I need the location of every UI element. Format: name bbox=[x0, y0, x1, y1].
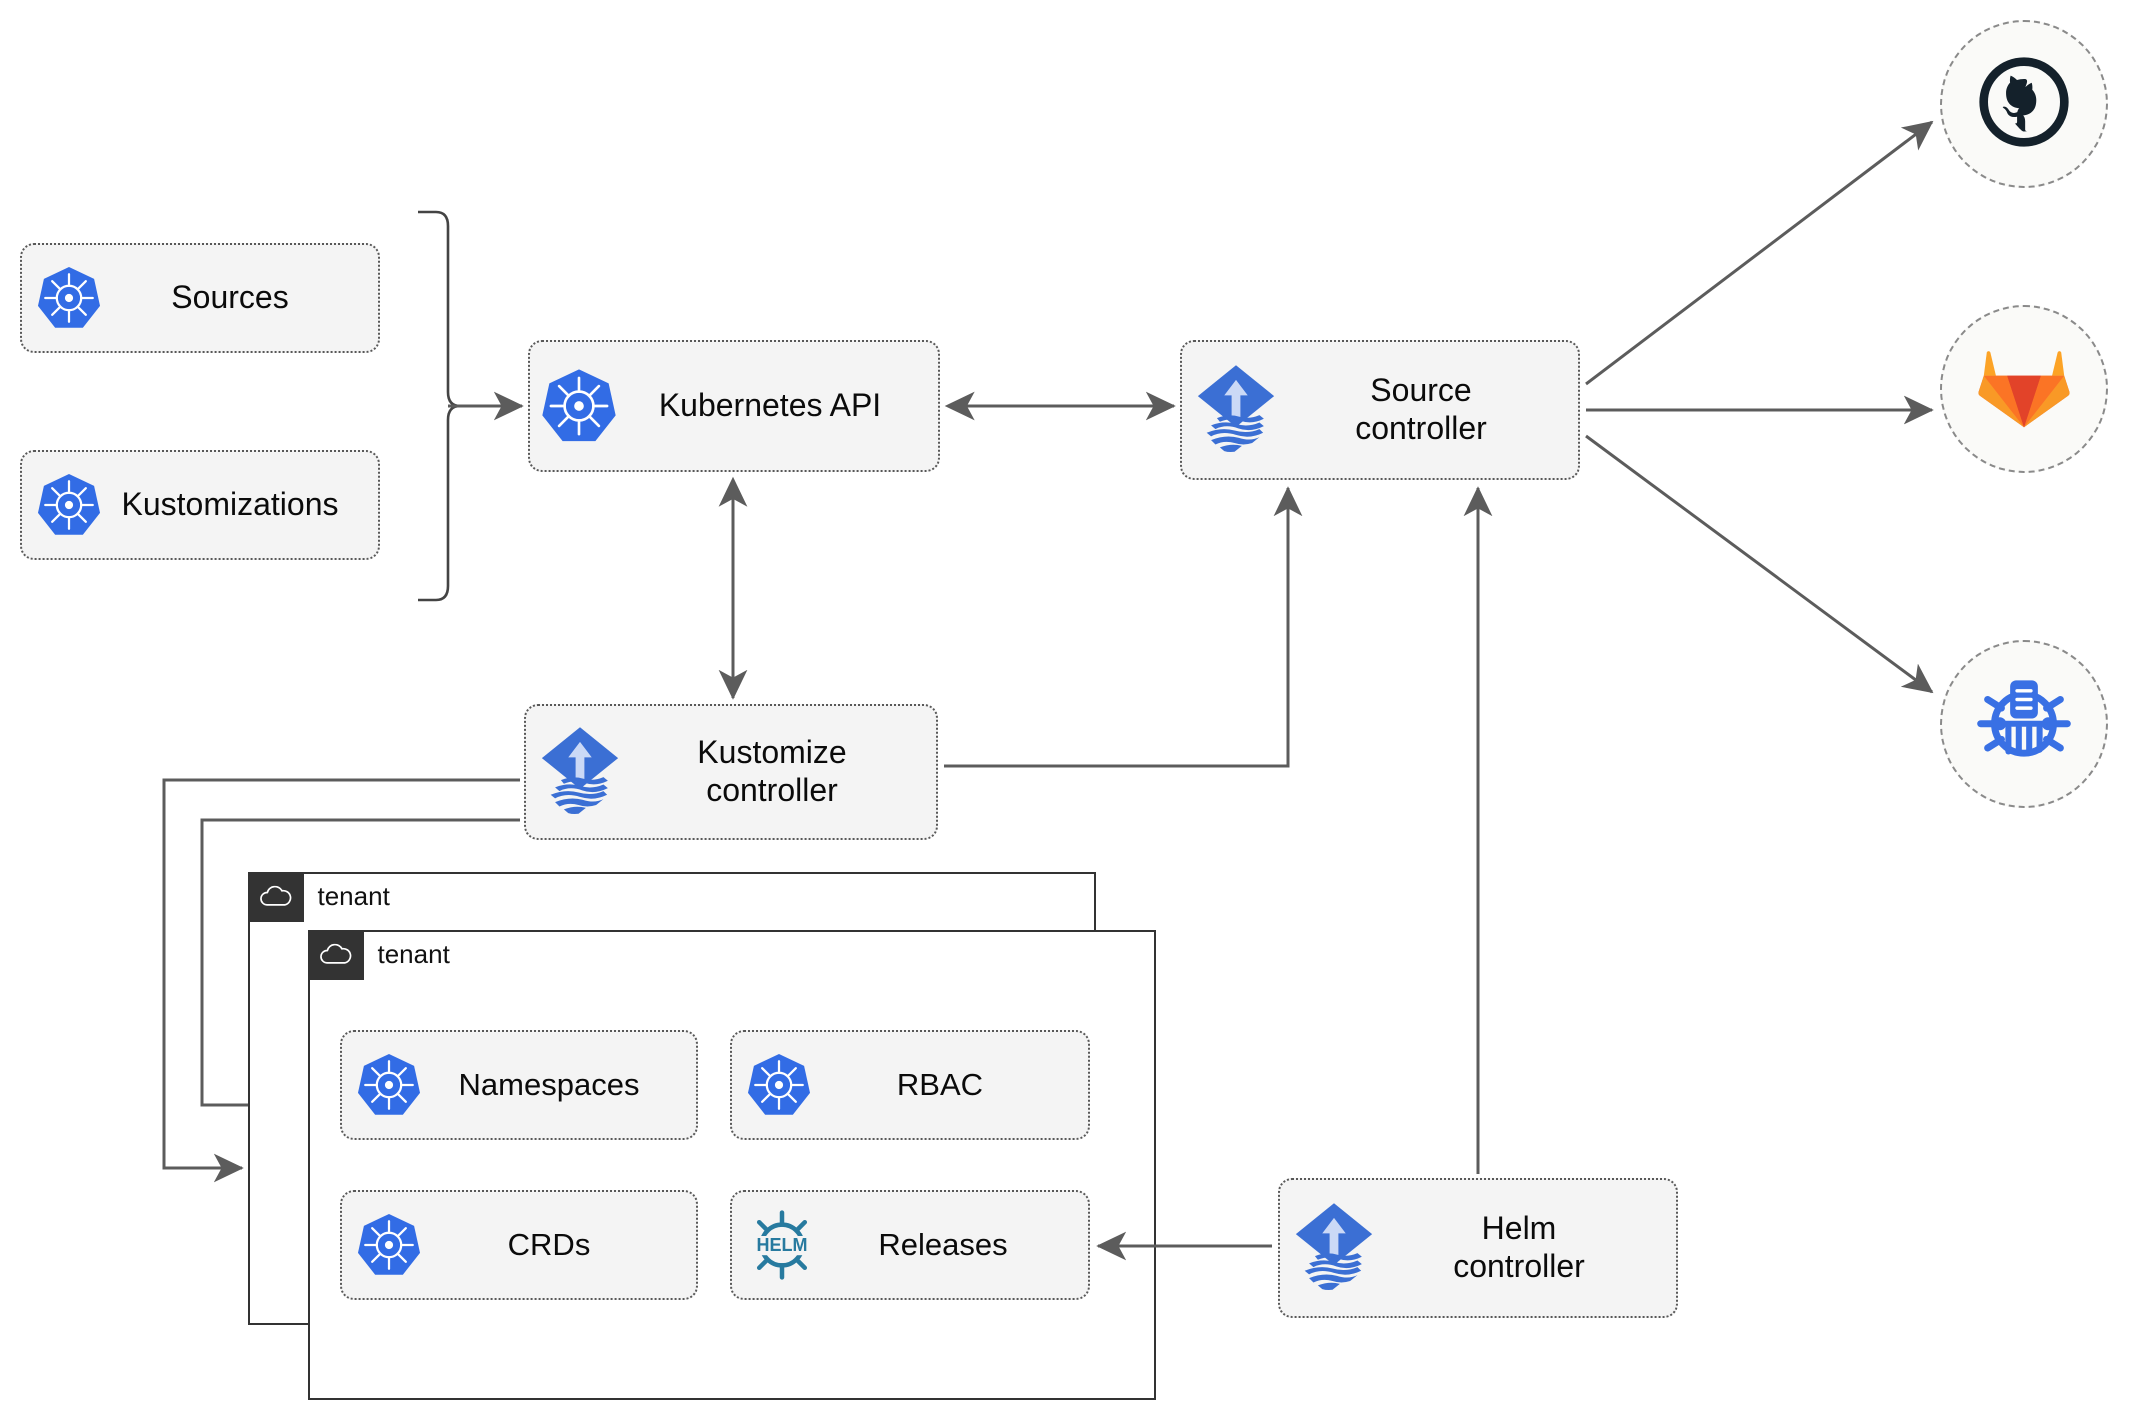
node-namespaces[interactable]: Namespaces bbox=[340, 1030, 698, 1140]
wire-sourcectrl-github bbox=[1585, 120, 1934, 386]
node-source-controller-label: Source controller bbox=[1355, 372, 1487, 446]
node-sources-label: Sources bbox=[171, 279, 289, 316]
node-kustomize-controller[interactable]: Kustomize controller bbox=[524, 704, 938, 840]
flux-icon bbox=[536, 724, 624, 820]
node-releases[interactable]: Releases bbox=[730, 1190, 1090, 1300]
node-source-controller[interactable]: Source controller bbox=[1180, 340, 1580, 480]
node-helm-controller-label: Helm controller bbox=[1453, 1210, 1585, 1284]
node-rbac[interactable]: RBAC bbox=[730, 1030, 1090, 1140]
oci-registry-icon bbox=[1972, 670, 2076, 779]
flux-icon bbox=[1192, 362, 1280, 458]
tenant-header: tenant bbox=[307, 929, 450, 980]
tenant-label: tenant bbox=[317, 881, 390, 911]
external-oci-registry[interactable] bbox=[1940, 640, 2108, 808]
node-kustomizations[interactable]: Kustomizations bbox=[20, 450, 380, 560]
flux-icon bbox=[1290, 1200, 1378, 1296]
node-kustomizations-label: Kustomizations bbox=[121, 486, 339, 523]
kubernetes-icon bbox=[356, 1212, 422, 1278]
node-crds-label: CRDs bbox=[507, 1226, 591, 1262]
github-icon bbox=[1976, 54, 2072, 155]
node-namespaces-label: Namespaces bbox=[458, 1066, 640, 1102]
wire-bracket bbox=[418, 210, 461, 602]
tenant-container-front[interactable]: tenant bbox=[307, 929, 1156, 1400]
kubernetes-icon bbox=[540, 367, 618, 445]
kubernetes-icon bbox=[746, 1052, 812, 1118]
external-gitlab[interactable] bbox=[1940, 305, 2108, 473]
node-crds[interactable]: CRDs bbox=[340, 1190, 698, 1300]
node-rbac-label: RBAC bbox=[896, 1066, 984, 1102]
cloud-icon bbox=[307, 929, 364, 980]
node-releases-label: Releases bbox=[878, 1226, 1008, 1262]
node-kustomize-controller-label: Kustomize controller bbox=[697, 734, 847, 808]
kubernetes-icon bbox=[356, 1052, 422, 1118]
node-kubernetes-api[interactable]: Kubernetes API bbox=[528, 340, 940, 472]
node-helm-controller[interactable]: Helm controller bbox=[1278, 1178, 1678, 1318]
tenant-label: tenant bbox=[377, 939, 450, 969]
node-sources[interactable]: Sources bbox=[20, 243, 380, 353]
tenant-header: tenant bbox=[247, 871, 390, 922]
wire-kustomizectrl-sourcectrl bbox=[944, 486, 1303, 768]
wire-sourcectrl-oci bbox=[1585, 434, 1934, 694]
helm-icon bbox=[746, 1209, 818, 1281]
node-kubernetes-api-label: Kubernetes API bbox=[658, 387, 882, 424]
kubernetes-icon bbox=[36, 472, 102, 538]
external-github[interactable] bbox=[1940, 20, 2108, 188]
gitlab-icon bbox=[1977, 344, 2071, 435]
kubernetes-icon bbox=[36, 265, 102, 331]
cloud-icon bbox=[247, 871, 304, 922]
